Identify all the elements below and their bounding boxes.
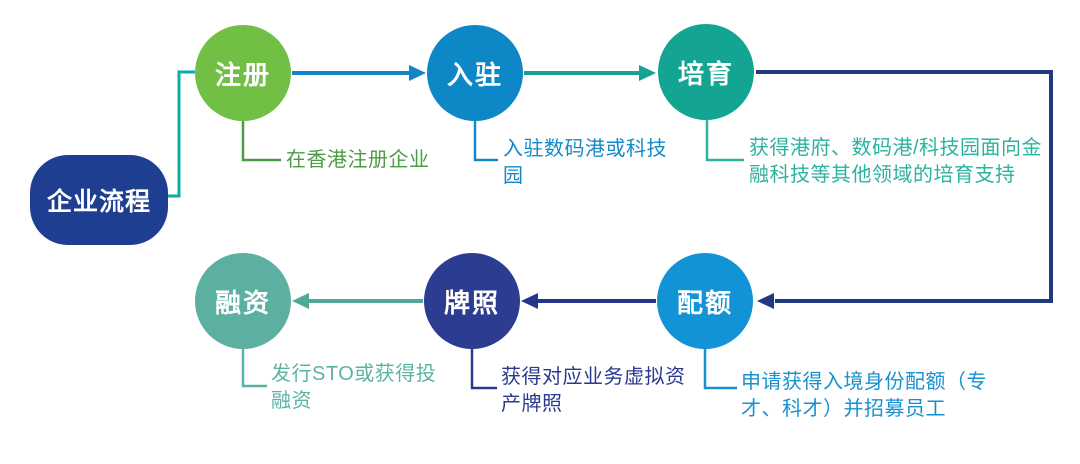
arrow-quota-to-license-head	[521, 293, 538, 309]
process-title: 企业流程	[30, 155, 168, 245]
arrow-cultivate-to-quota	[756, 70, 1053, 309]
note-quota: 申请获得入境身份配额（专才、科才）并招募员工	[741, 371, 987, 420]
stub-movein-note	[473, 121, 498, 162]
arrow-movein-to-cultivate	[524, 65, 656, 81]
stub-register-note	[241, 121, 281, 162]
node-cultivate: 培育	[658, 24, 754, 120]
arrow-license-to-finance-head	[292, 293, 309, 309]
note-finance: 发行STO或获得投融资	[271, 363, 437, 412]
arrow-cultivate-to-quota-line	[756, 70, 1053, 303]
stub-finance-note	[241, 349, 267, 388]
note-register: 在香港注册企业	[286, 149, 430, 171]
stub-license-note	[470, 349, 497, 390]
node-license: 牌照	[424, 253, 520, 349]
stub-cultivate-note	[705, 120, 744, 162]
node-finance: 融资	[195, 253, 291, 349]
note-movein: 入驻数码港或科技园	[503, 138, 667, 187]
arrow-movein-to-cultivate-head	[639, 65, 656, 81]
node-movein: 入驻	[427, 25, 523, 121]
note-license: 获得对应业务虚拟资产牌照	[501, 366, 686, 415]
node-register: 注册	[195, 25, 291, 121]
node-quota: 配额	[657, 253, 753, 349]
arrow-register-to-movein	[292, 65, 426, 81]
arrow-cultivate-to-quota-head	[757, 293, 774, 309]
note-cultivate: 获得港府、数码港/科技园面向金融科技等其他领域的培育支持	[749, 137, 1043, 186]
arrow-license-to-finance	[292, 293, 423, 309]
stub-quota-note	[703, 349, 737, 390]
arrow-quota-to-license	[521, 293, 656, 309]
arrow-register-to-movein-head	[409, 65, 426, 81]
connector-title-to-register	[168, 70, 195, 198]
